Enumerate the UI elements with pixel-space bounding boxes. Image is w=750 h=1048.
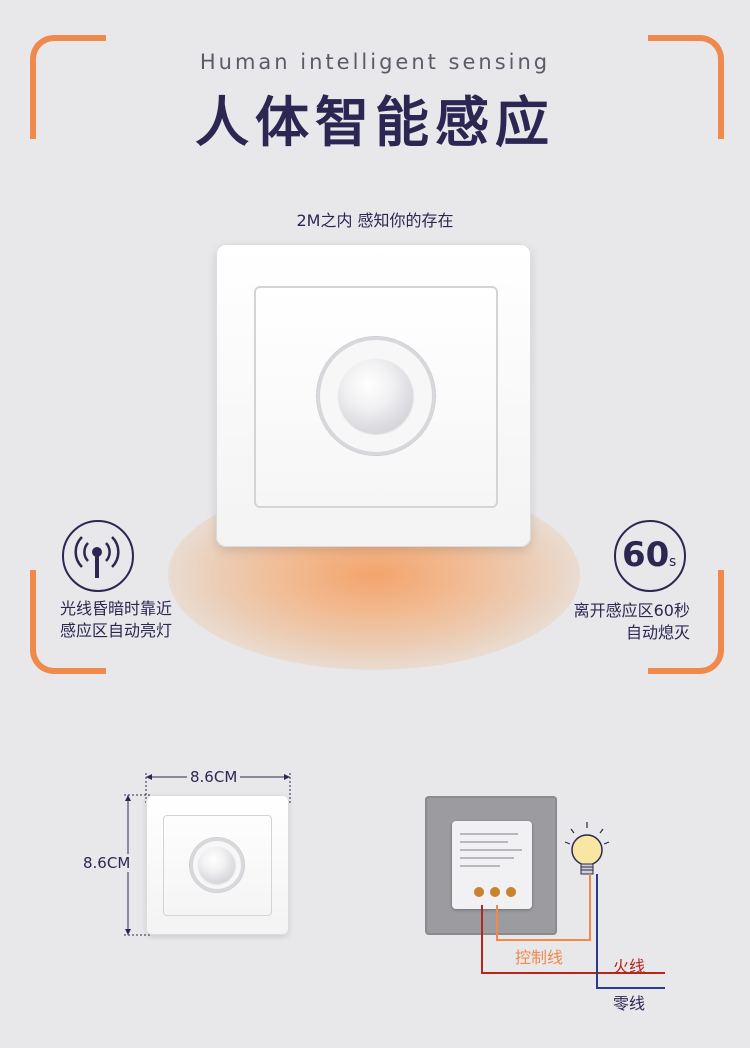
small-sensor-ring (190, 838, 244, 892)
sensor-module (452, 821, 532, 909)
terminal-left (474, 887, 484, 897)
corner-bracket-bottom-left (30, 570, 106, 674)
corner-bracket-bottom-right (648, 570, 724, 674)
left-feature-line2: 感应区自动亮灯 (60, 621, 173, 640)
right-feature-line1: 离开感应区60秒 (573, 601, 690, 620)
width-dimension-label: 8.6CM (187, 768, 241, 786)
small-sensor-panel (146, 795, 289, 935)
light-sensor-icon (62, 520, 134, 592)
right-feature-text: 离开感应区60秒 自动熄灭 (560, 600, 690, 644)
height-dimension-label: 8.6CM (80, 854, 134, 872)
left-feature-text: 光线昏暗时靠近 感应区自动亮灯 (60, 598, 172, 642)
terminal-mid (490, 887, 500, 897)
live-wire-label: 火线 (613, 957, 646, 976)
panel-inner-frame (254, 286, 498, 508)
control-wire-label: 控制线 (515, 948, 564, 967)
terminal-right (506, 887, 516, 897)
wiring-lines (481, 822, 665, 989)
corner-bracket-top-right (648, 35, 724, 139)
neutral-wire-label: 零线 (613, 994, 646, 1013)
switch-back-plate (425, 796, 557, 935)
module-label-line (460, 849, 522, 851)
sensor-switch-panel (216, 244, 531, 547)
corner-bracket-top-left (30, 35, 106, 139)
timer-number: 60 (622, 535, 670, 575)
small-panel-inner-frame (163, 815, 272, 916)
pir-lens (339, 359, 413, 433)
sensor-ring (317, 337, 435, 455)
module-label-line (460, 833, 518, 835)
page-title: 人体智能感应 (195, 91, 555, 154)
english-subtitle: Human intelligent sensing (199, 50, 551, 74)
small-pir-lens (199, 847, 235, 883)
module-label-line (460, 865, 500, 867)
module-label-line (460, 857, 514, 859)
module-label-line (460, 841, 508, 843)
timer-unit: s (669, 554, 677, 570)
right-feature-line2: 自动熄灭 (625, 623, 690, 642)
left-feature-line1: 光线昏暗时靠近 (60, 599, 173, 618)
sensing-range-text: 2M之内 感知你的存在 (296, 211, 454, 230)
timer-60s-icon: 60 s (614, 520, 686, 592)
